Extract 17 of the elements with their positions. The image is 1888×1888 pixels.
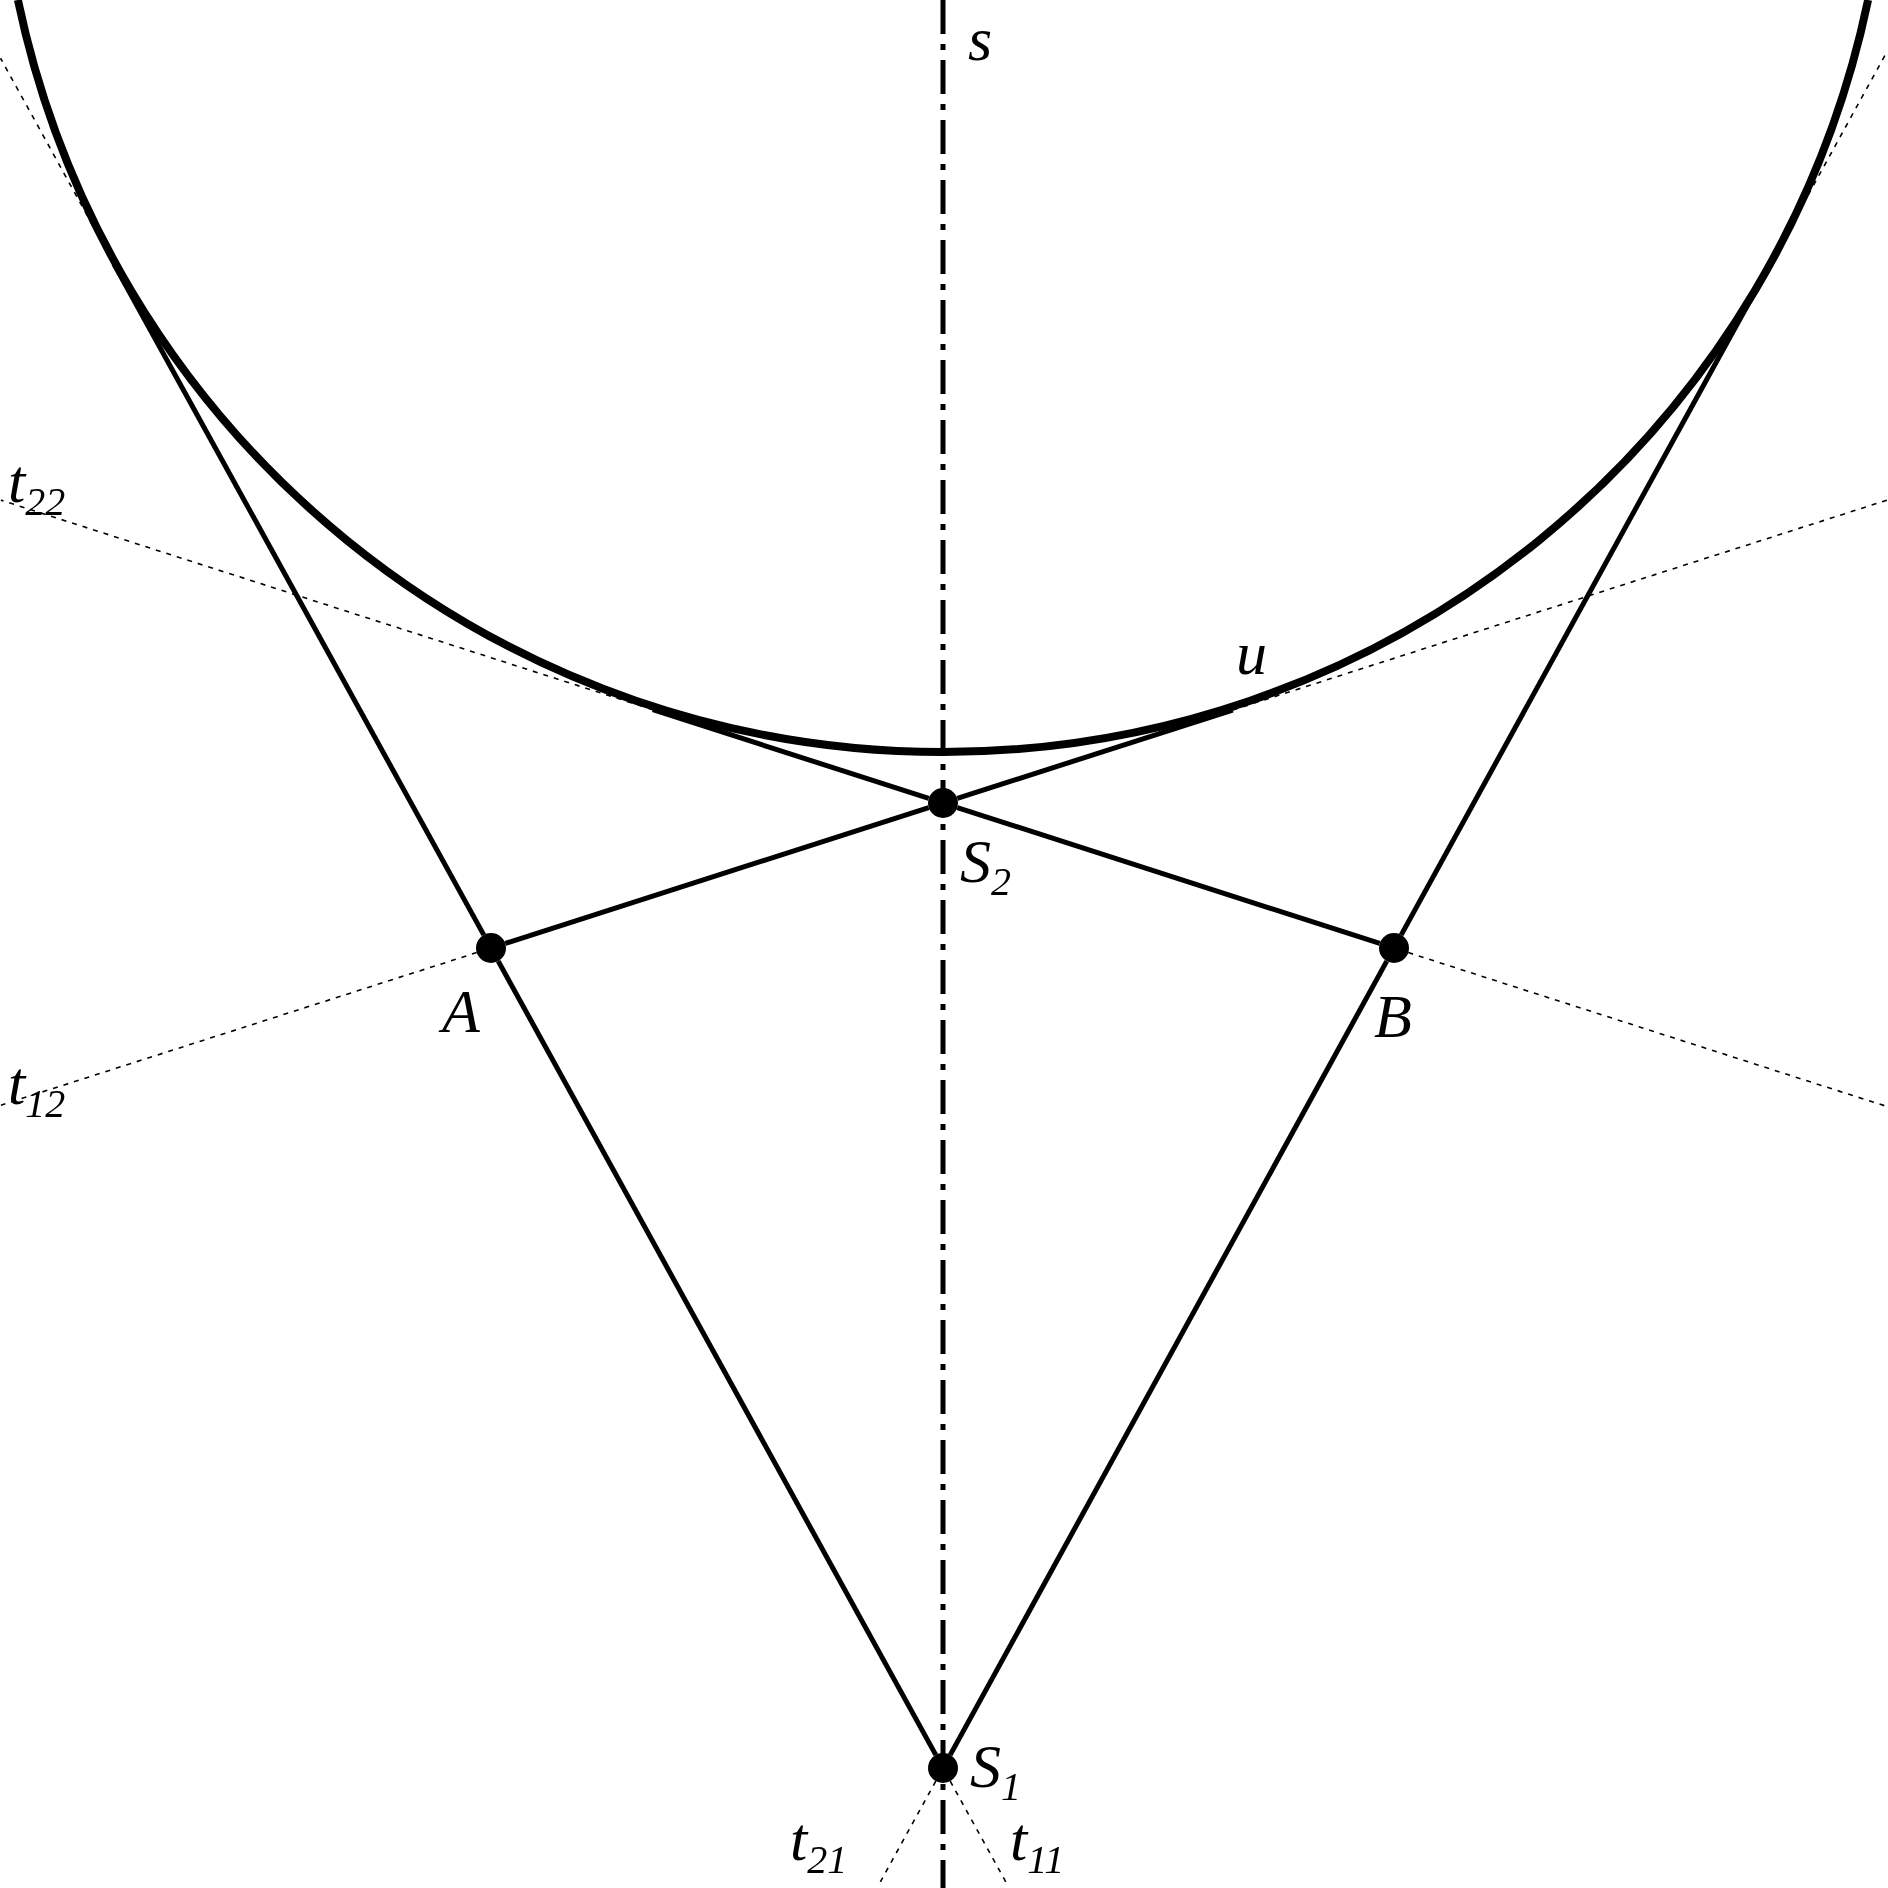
point-label: S$_{1}$ [970,1735,1021,1808]
line-segment [948,959,1389,1757]
point-marker [928,788,958,818]
line-label: t$_{11}$ [1010,1808,1065,1881]
point-label: S$_{2}$ [960,830,1011,903]
line-segment [496,959,938,1757]
point-marker [1379,933,1409,963]
point-marker [476,933,506,963]
line-segment [504,805,930,946]
line-label: s [968,8,993,70]
line-label: t$_{12}$ [8,1052,66,1125]
line-label: t$_{22}$ [8,450,66,523]
point-label: B [1374,985,1412,1047]
line-segment [956,805,1381,946]
line-label: u [1236,622,1267,684]
point-marker [928,1753,958,1783]
line-label: t$_{21}$ [790,1808,848,1881]
